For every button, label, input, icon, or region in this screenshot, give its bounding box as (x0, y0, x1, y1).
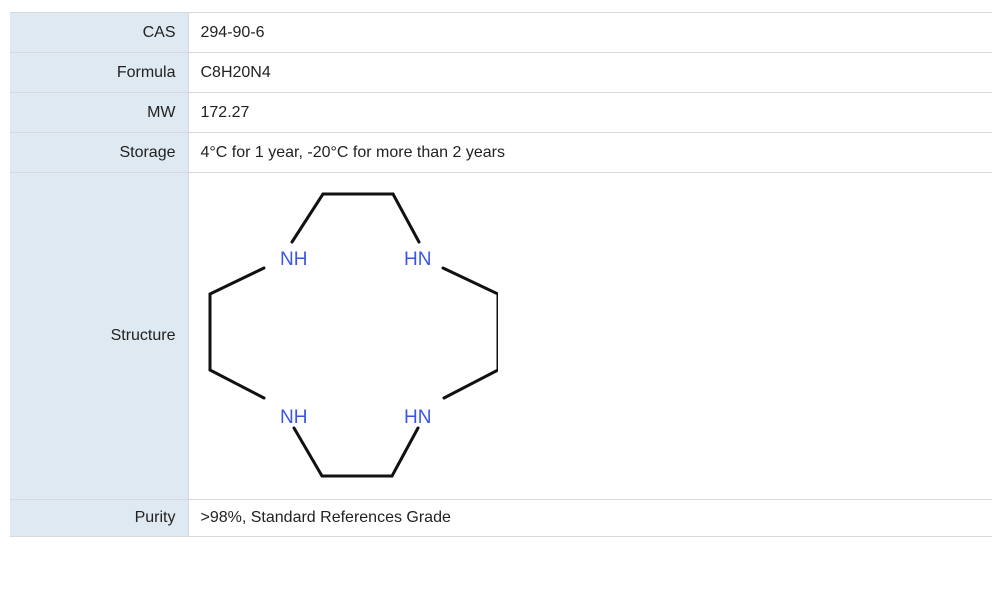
spec-label: Formula (10, 52, 188, 93)
bond (208, 266, 265, 296)
spec-label: Storage (10, 132, 188, 173)
spec-value: 294-90-6 (187, 12, 992, 53)
product-spec-table: CAS 294-90-6 Formula C8H20N4 MW 172.27 S… (10, 12, 992, 537)
atom-label: NH (280, 249, 307, 270)
spec-label: CAS (10, 12, 188, 53)
spec-label: Purity (10, 499, 188, 537)
bond (391, 192, 420, 244)
spec-row-cas: CAS 294-90-6 (10, 12, 992, 53)
atom-label: HN (404, 249, 431, 270)
structure-cell: NH HN NH HN (187, 172, 992, 500)
spec-value: 172.27 (187, 92, 992, 133)
atom-label: HN (404, 407, 431, 428)
spec-label: Structure (10, 172, 188, 500)
bond (441, 266, 498, 296)
bond (442, 368, 498, 400)
chemical-structure-diagram: NH HN NH HN (208, 192, 498, 478)
spec-row-mw: MW 172.27 (10, 92, 992, 133)
bond (292, 426, 323, 478)
bond (390, 426, 419, 478)
structure-bonds (208, 192, 498, 478)
spec-row-formula: Formula C8H20N4 (10, 52, 992, 93)
spec-row-structure: Structure (10, 172, 992, 500)
spec-value: 4°C for 1 year, -20°C for more than 2 ye… (187, 132, 992, 173)
spec-row-storage: Storage 4°C for 1 year, -20°C for more t… (10, 132, 992, 173)
spec-row-purity: Purity >98%, Standard References Grade (10, 499, 992, 537)
spec-value: >98%, Standard References Grade (187, 499, 992, 537)
spec-label: MW (10, 92, 188, 133)
bond (290, 192, 324, 244)
spec-value: C8H20N4 (187, 52, 992, 93)
structure-atoms: NH HN NH HN (280, 249, 431, 428)
atom-label: NH (280, 407, 307, 428)
bond (208, 368, 265, 400)
